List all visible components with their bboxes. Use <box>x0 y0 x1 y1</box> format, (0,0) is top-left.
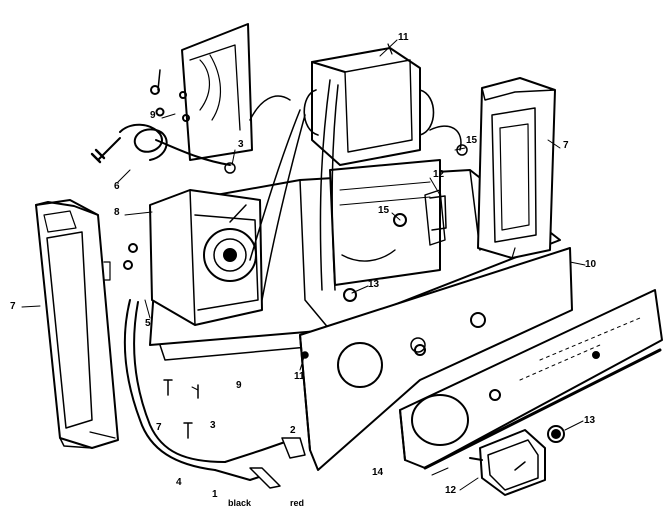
callout-1: 1 <box>212 489 218 500</box>
callout-13-bottom: 13 <box>584 415 596 426</box>
leader-lines <box>21 39 586 491</box>
callout-7-left: 7 <box>10 301 16 312</box>
callout-15-top: 15 <box>466 135 478 146</box>
callout-13-mid: 13 <box>368 279 380 290</box>
right-side-panel <box>477 77 556 259</box>
callout-7-bottom: 7 <box>156 422 162 433</box>
callout-2: 2 <box>290 425 296 436</box>
ammeter <box>469 429 546 496</box>
callout-11-bottom: 11 <box>294 371 305 382</box>
callout-9-bottom: 9 <box>236 380 242 391</box>
callout-12-mid: 12 <box>433 169 445 180</box>
callout-14: 14 <box>372 467 384 478</box>
rear-bracket <box>150 23 253 161</box>
charging-leads <box>123 299 306 489</box>
callout-4: 4 <box>176 477 182 488</box>
callout-5: 5 <box>145 318 151 329</box>
clamp-label-black: black <box>228 498 252 508</box>
clamp-label-red: red <box>290 498 305 508</box>
power-cord <box>90 123 231 166</box>
knob <box>547 425 565 443</box>
left-side-panel <box>35 199 119 449</box>
front-bezel <box>399 289 663 470</box>
callout-12-bottom: 12 <box>445 485 457 496</box>
fasteners <box>163 144 468 439</box>
center-bracket <box>329 159 446 286</box>
callout-10: 10 <box>585 259 597 270</box>
rectifier-housing <box>123 189 263 326</box>
transformer <box>303 43 435 166</box>
callout-15-mid: 15 <box>378 205 390 216</box>
callout-6: 6 <box>114 181 120 192</box>
wire-harness <box>249 79 462 301</box>
callout-7-right: 7 <box>563 140 569 151</box>
callout-11-top: 11 <box>398 32 409 43</box>
callout-8: 8 <box>114 207 120 218</box>
callout-9-top: 9 <box>150 110 156 121</box>
callout-3-top: 3 <box>238 139 244 150</box>
callout-3-bottom: 3 <box>210 420 216 431</box>
